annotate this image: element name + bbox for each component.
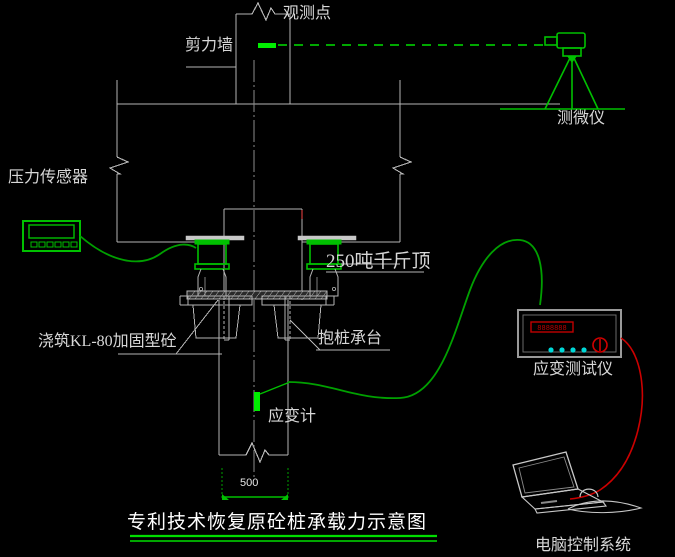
data-cable-red	[569, 337, 644, 500]
indicator-dot	[570, 347, 576, 353]
jack-right-taper	[309, 268, 339, 297]
hydraulic-hose-left	[79, 235, 197, 263]
strain-gauge-marker	[254, 392, 260, 411]
strain-tester-inner-panel	[522, 314, 617, 353]
micrometer-instrument	[500, 32, 625, 110]
sensor-button	[62, 241, 70, 248]
leader-pile-cap-a	[289, 319, 321, 351]
indicator-dot	[548, 347, 554, 353]
jack-left	[185, 235, 245, 297]
sensor-button	[38, 241, 46, 248]
structure-outline	[108, 1, 560, 480]
sensor-button	[46, 241, 54, 248]
title-underline	[130, 534, 437, 542]
jack-right-collar	[306, 263, 342, 270]
break-line-top	[236, 1, 290, 22]
jack-left-collar	[194, 263, 230, 270]
dim-arrow-right	[281, 494, 288, 500]
jack-left-taper	[197, 268, 227, 297]
cap-top-plate	[186, 290, 328, 300]
break-line-left	[108, 156, 130, 175]
micrometer-body	[556, 32, 586, 49]
jack-left-cylinder	[197, 243, 227, 265]
jack-left-port	[198, 286, 203, 291]
sensor-button	[70, 241, 78, 248]
leader-concrete-a	[175, 299, 219, 355]
break-line-pile	[219, 441, 288, 464]
laptop-trackpad	[540, 500, 558, 504]
strain-tester-readout: 8888888	[537, 325, 566, 333]
strain-tester-display	[530, 321, 574, 333]
tripod-leg-left	[544, 55, 572, 110]
pressure-sensor-buttons	[30, 241, 78, 248]
mouse-pad	[567, 500, 643, 514]
jack-left-base-plate	[185, 235, 245, 241]
strain-tester-device: 8888888	[517, 309, 622, 358]
break-line-right	[391, 156, 413, 175]
jack-right-base-plate	[297, 235, 357, 241]
strain-tester-body	[517, 309, 622, 358]
micrometer-plumb-marker	[567, 56, 577, 63]
jack-right-cylinder	[309, 243, 339, 265]
sensor-button	[54, 241, 62, 248]
pile-cap-assembly	[118, 290, 390, 355]
observation-point-group	[258, 43, 545, 48]
pressure-sensor-device	[22, 220, 197, 263]
strain-tester-indicators	[548, 347, 587, 353]
power-button-icon	[592, 337, 608, 353]
indicator-dot	[581, 347, 587, 353]
sensor-button	[30, 241, 38, 248]
tripod-leg-right	[572, 55, 599, 110]
cap-bracket-right-flange	[261, 295, 327, 306]
cap-bracket-left-box	[192, 304, 241, 339]
jack-right-port	[331, 286, 336, 291]
mouse-body	[579, 488, 599, 498]
laptop-computer	[512, 451, 643, 514]
cap-plate-hatch	[188, 290, 328, 300]
observation-point-marker	[258, 43, 276, 48]
strain-signal-cable	[287, 239, 543, 399]
jack-right	[297, 235, 424, 297]
pressure-sensor-display	[28, 224, 75, 239]
micrometer-eyepiece	[544, 36, 558, 46]
laptop-screen-inner	[518, 456, 575, 494]
strain-gauge-lead	[259, 381, 291, 395]
cap-bracket-right-box	[273, 304, 322, 339]
dimension-500	[221, 468, 289, 500]
indicator-dot	[559, 347, 565, 353]
laptop-hinge	[521, 488, 579, 498]
strain-gauge-group	[254, 381, 291, 411]
dim-arrow-left	[222, 494, 229, 500]
micrometer-mount	[562, 47, 582, 57]
